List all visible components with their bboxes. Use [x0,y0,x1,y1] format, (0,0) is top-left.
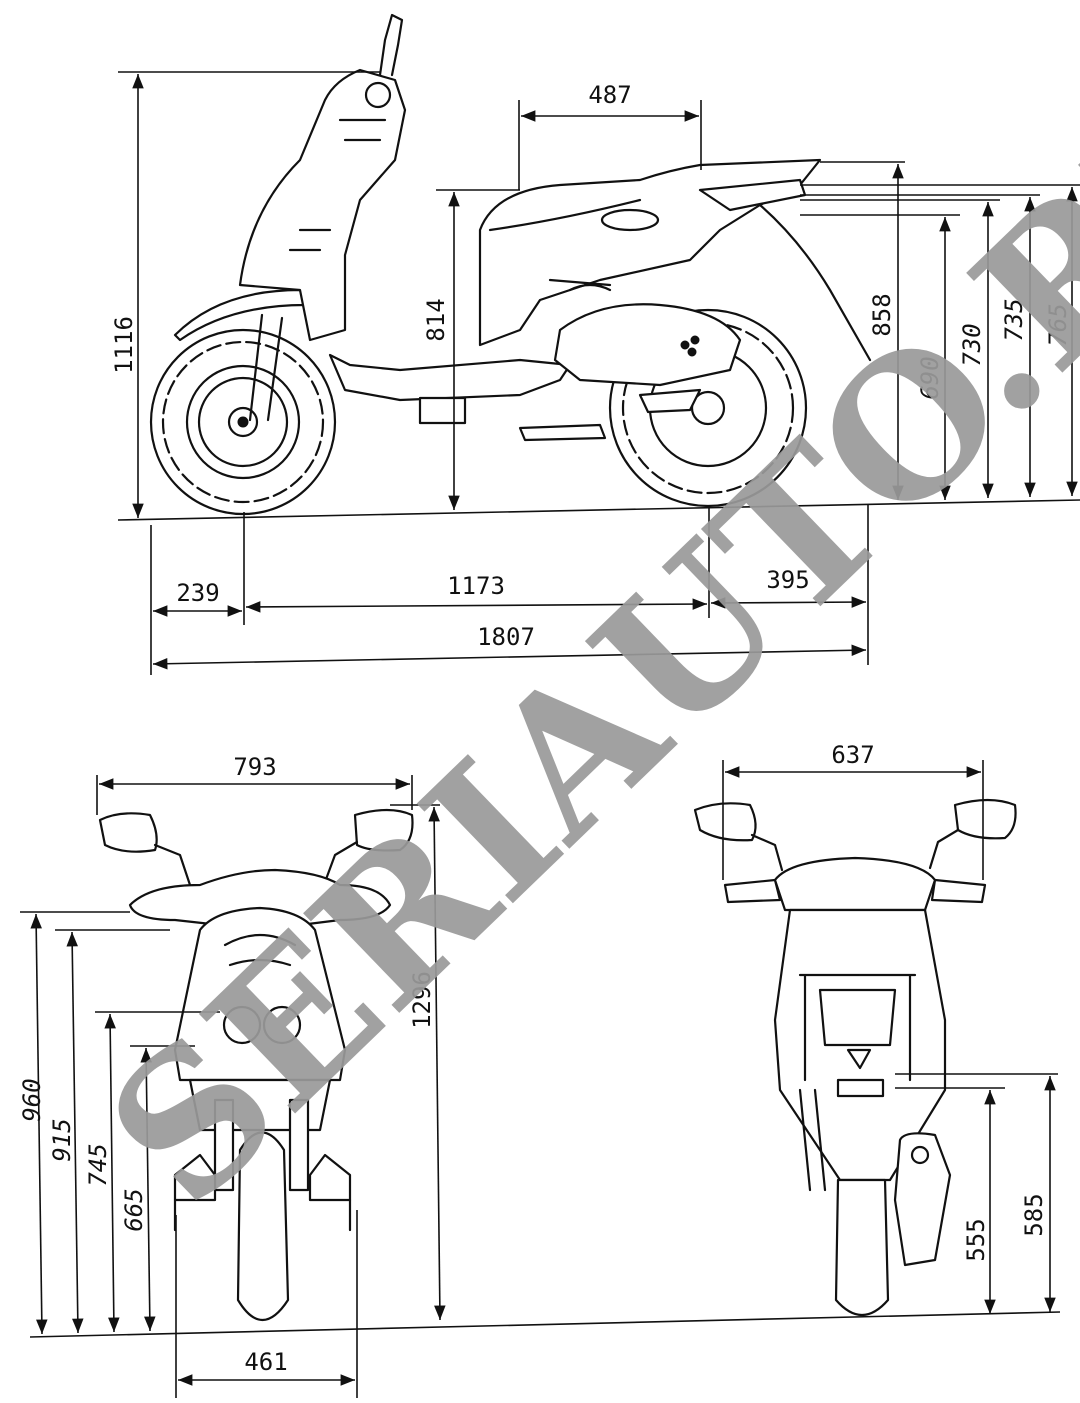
bottom-ground-line [29,1311,1061,1338]
rear-right-mirror [953,798,1017,840]
right-headlight [262,1005,302,1045]
rear-fender [758,203,872,362]
dim-585: 585 [1020,1193,1048,1236]
side-mirror [378,13,404,77]
side-view: 1116 487 814 858 690 730 735 765 [110,13,1080,675]
dim-overall-length: 1807 [477,623,535,651]
dim-wheelbase: 1173 [447,572,505,600]
dim-mirror-width: 793 [233,753,276,781]
front-fork [248,313,284,422]
rear-handlebar [773,856,937,912]
exhaust [893,1132,952,1267]
dim-765: 765 [1044,303,1072,346]
front-shield [238,68,407,342]
dim-floor-width: 461 [244,1348,287,1376]
dim-seat-length: 487 [588,81,631,109]
dim-seat-height: 814 [422,298,450,341]
front-view: 793 1296 960 915 745 665 461 [18,753,1061,1398]
dim-730: 730 [958,323,986,366]
rear-light [818,988,897,1047]
dim-mirror-height: 1296 [408,971,436,1029]
dim-690: 690 [916,356,944,399]
footrest [518,423,607,442]
dim-rear-width: 637 [831,741,874,769]
left-headlight [222,1005,262,1045]
side-panel-badge [418,396,467,425]
front-shield-front [173,906,347,1082]
dim-665: 665 [120,1188,148,1231]
dim-overall-height: 1116 [110,316,138,374]
dim-front-overhang: 239 [176,579,219,607]
dim-745: 745 [84,1143,112,1186]
dim-735: 735 [1000,298,1028,341]
dim-915: 915 [48,1118,76,1161]
floorboard [328,353,572,402]
engine-cover [553,303,742,387]
engine-badge [638,388,702,414]
rear-view: 637 555 585 [693,741,1058,1316]
front-right-mirror [353,808,414,852]
rear-left-mirror [693,802,757,842]
license-plate [836,1078,885,1098]
dim-rear-overhang: 395 [766,566,809,594]
side-ground-line [117,499,1080,521]
dim-960: 960 [18,1078,46,1121]
front-left-mirror [98,812,158,853]
front-tyre [236,1131,290,1321]
front-wheel [149,328,337,516]
dim-858: 858 [868,293,896,336]
rear-tyre [834,1178,890,1316]
dim-555: 555 [962,1218,990,1261]
